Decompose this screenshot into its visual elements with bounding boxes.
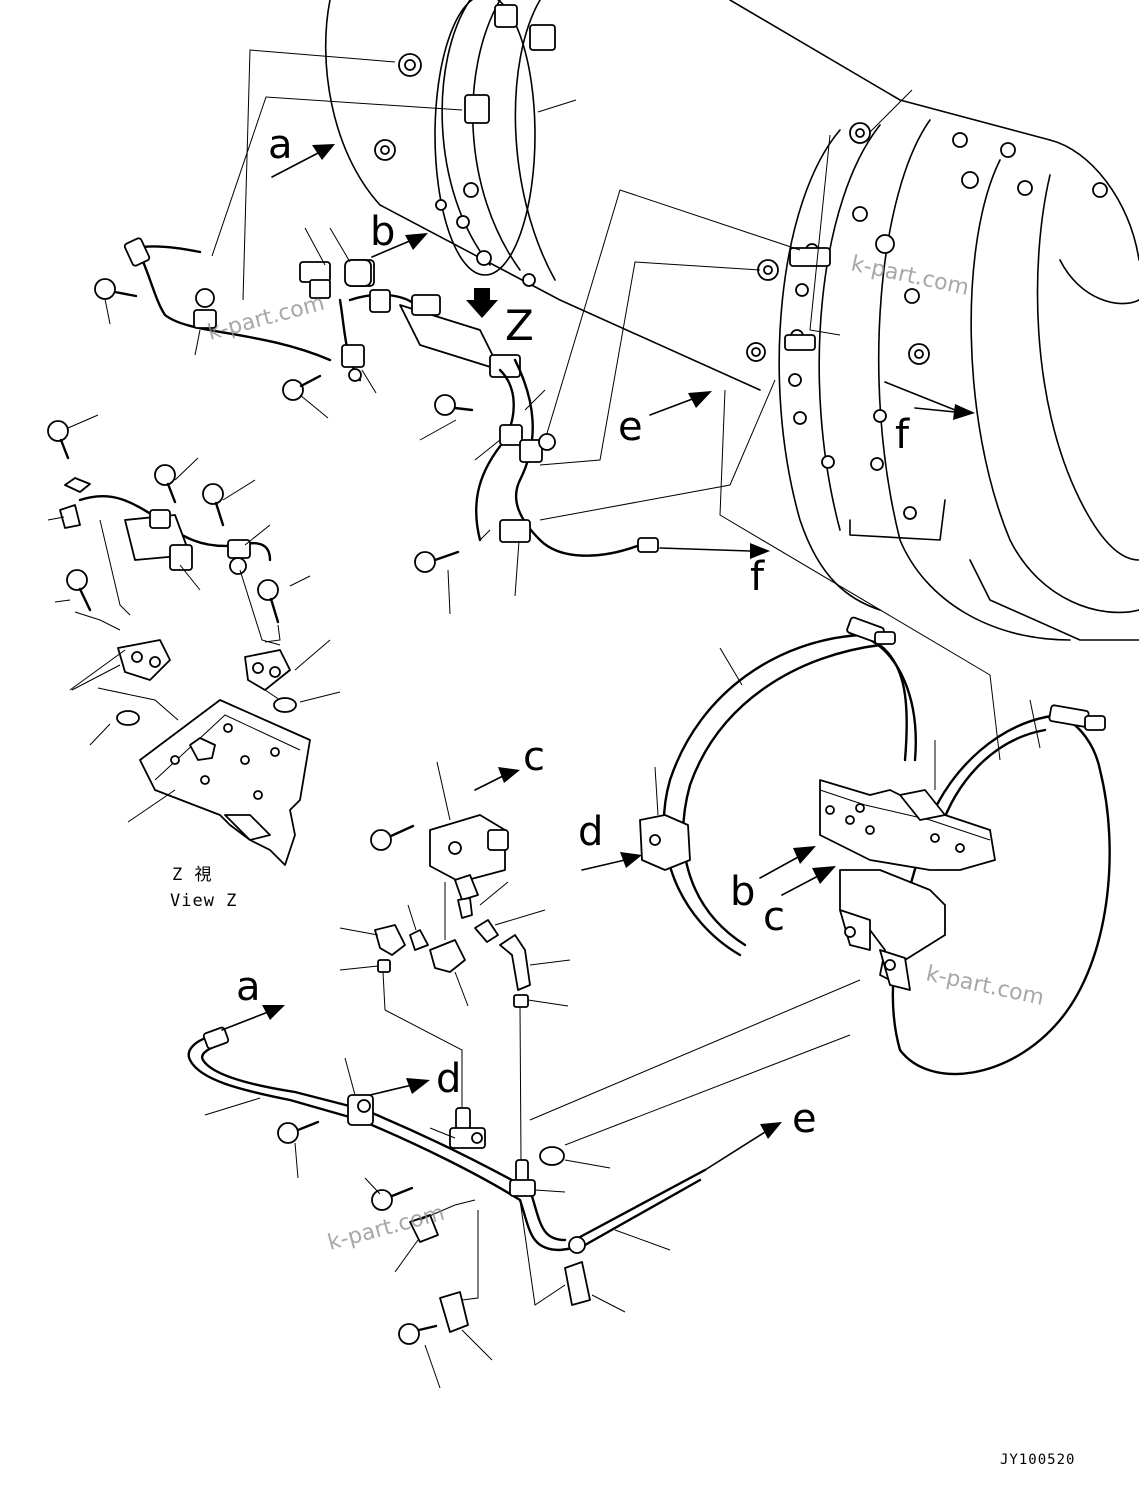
view-z-detail [47,414,341,866]
label-d-clamp: d [578,809,603,855]
label-z: Z [505,301,534,350]
view-z-caption-en: View Z [170,891,237,911]
lower-pipe [187,979,861,1389]
watermark-3: k-part.com [924,961,1046,1010]
bolts-upper [94,227,546,615]
label-b-upper: b [370,209,395,255]
watermarks: k-part.com k-part.com k-part.com k-part.… [205,251,1046,1255]
bolt-icon [371,1186,414,1211]
label-d-lower: d [436,1056,461,1102]
bolt-icon [398,1323,438,1345]
bolt-icon [282,374,322,401]
label-a-upper: a [268,122,293,168]
bolt-icon [370,824,415,851]
label-c-sensor: c [523,734,545,780]
label-f-upper: f [895,412,910,458]
label-a-lower: a [236,964,261,1010]
label-e-lower: e [792,1096,817,1142]
drawing-code: JY100520 [1000,1452,1075,1468]
bolt-icon [66,569,92,612]
label-e-upper: e [618,404,643,450]
clamp-band-assembly [581,616,1111,1076]
bolt-icon [154,464,177,504]
view-z-arrow-icon [466,288,498,318]
label-b-bracket: b [730,869,755,915]
bolt-icon [202,483,225,527]
flow-arrows-upper [271,144,975,559]
muffler-body [324,0,1139,641]
spacer-icon [344,259,372,287]
bolt-icon [277,1120,320,1144]
upper-harness [123,237,659,557]
bolt-icon [94,278,138,300]
watermark-2: k-part.com [205,291,327,346]
bolt-icon [257,579,280,624]
callout-labels: a b Z e f f c d b c a d e Z 視 View Z JY1… [170,122,1075,1468]
label-c-bracket: c [763,894,785,940]
view-z-caption-jp: Z 視 [172,865,212,885]
leader-lines-upper [211,49,1001,761]
label-f-lower: f [750,554,765,600]
bolt-icon [434,394,474,416]
bolt-icon [47,420,70,460]
sensor-assembly [339,761,571,1161]
bolt-icon [414,550,460,573]
